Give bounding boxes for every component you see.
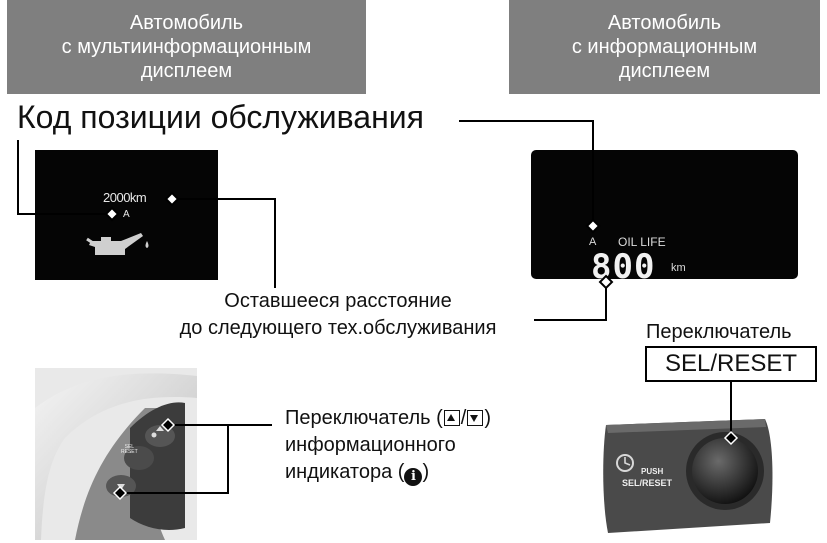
diamond-pointer-icon	[104, 206, 120, 222]
info-display-screen: A OIL LIFE 800 km	[531, 150, 798, 287]
right-service-code: A	[589, 236, 597, 248]
leader-distance-left	[172, 198, 276, 288]
header-left-line1: Автомобиль	[129, 12, 244, 34]
header-left-line2: с мультиинформационным	[61, 36, 312, 58]
wheel-sel-text: SEL	[124, 444, 135, 450]
switch-caption-slash: /	[460, 407, 467, 429]
arrow-up-icon	[443, 410, 460, 426]
diamond-pointer-icon	[598, 274, 614, 290]
diamond-pointer-icon	[723, 430, 739, 446]
info-switch-caption: Переключатель ( /) информационного индика…	[285, 405, 491, 486]
info-icon: i	[404, 468, 423, 486]
header-info-display: Автомобиль с информационным дисплеем	[509, 0, 820, 94]
diamond-pointer-icon	[585, 218, 601, 234]
oil-life-label: OIL LIFE	[618, 235, 666, 249]
header-left-line3: дисплеем	[140, 60, 233, 82]
leader-code-left	[17, 140, 112, 215]
panel-selreset-label: SEL/RESET	[622, 478, 673, 488]
switch-caption-line3-prefix: индикатора (	[285, 461, 405, 483]
steering-wheel-switch-photo	[35, 368, 197, 540]
arrow-down-icon	[467, 410, 484, 426]
panel-push-label: PUSH	[641, 467, 664, 476]
left-distance-readout: 2000km	[103, 190, 147, 205]
wheel-reset-text: RESET	[121, 449, 138, 455]
header-multi-info-display: Автомобиль с мультиинформационным диспле…	[7, 0, 366, 94]
header-right-line2: с информационным	[571, 36, 758, 58]
header-right-line3: дисплеем	[618, 60, 711, 82]
diamond-pointer-icon	[112, 485, 128, 501]
switch-caption-line3-suffix: )	[422, 461, 430, 483]
remaining-caption-line2: до следующего тех.обслуживания	[179, 317, 497, 339]
leader-switch-arrows	[120, 424, 229, 494]
switch-caption-prefix: Переключатель (	[285, 407, 443, 429]
oil-life-unit: km	[671, 262, 686, 274]
switch-caption-suffix: )	[484, 407, 491, 429]
diamond-pointer-icon	[164, 191, 180, 207]
remaining-distance-caption: Оставшееся расстояние до следующего тех.…	[143, 288, 533, 342]
selreset-label-box: SEL/RESET	[645, 346, 817, 382]
selreset-switch-title: Переключатель	[646, 321, 792, 343]
oil-can-icon	[86, 233, 149, 255]
leader-distance-right	[534, 282, 607, 321]
wheel-sel-reset-label: SEL RESET	[121, 445, 138, 455]
leader-code-right	[459, 120, 594, 226]
header-right-line1: Автомобиль	[607, 12, 722, 34]
remaining-caption-line1: Оставшееся расстояние	[224, 290, 452, 312]
selreset-panel-photo	[603, 419, 773, 533]
left-service-code: A	[123, 209, 130, 220]
diamond-pointer-icon	[160, 417, 176, 433]
service-code-title: Код позиции обслуживания	[17, 99, 424, 135]
switch-caption-line2: информационного	[285, 434, 456, 456]
